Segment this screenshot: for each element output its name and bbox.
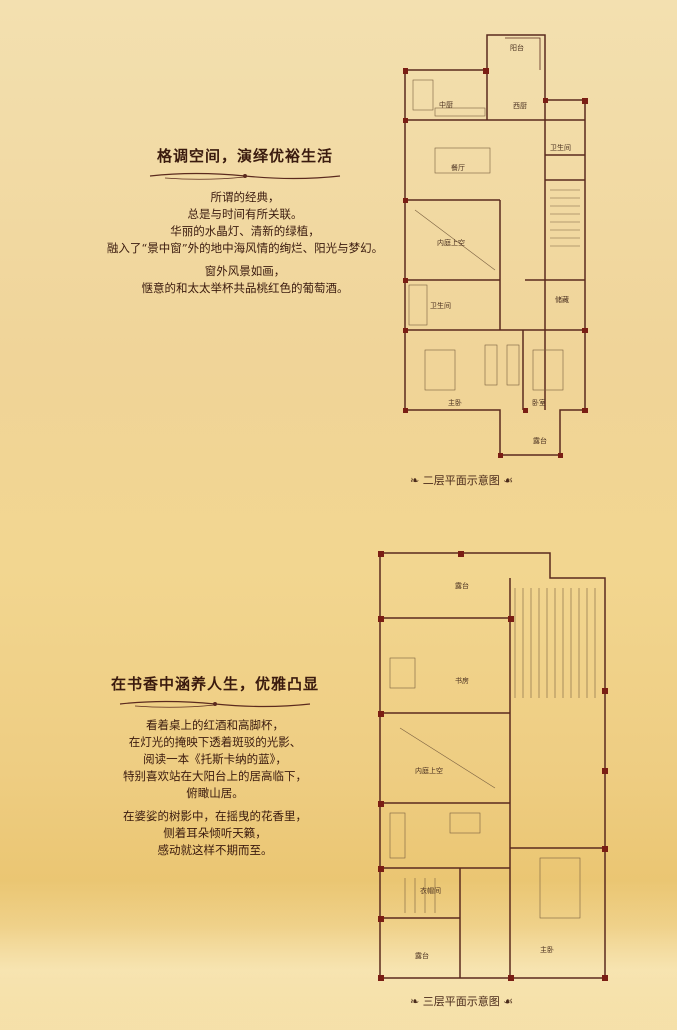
room-label: 西厨: [513, 102, 527, 110]
intro-section-2: 在书香中涵养人生，优雅凸显 看着桌上的红酒和高脚杯， 在灯光的掩映下透着斑驳的光…: [70, 673, 360, 859]
plan-1-caption-text: 二层平面示意图: [422, 474, 500, 487]
section-2-line: 特别喜欢站在大阳台上的居高临下，: [123, 769, 307, 783]
plan-1-caption: ❧ 二层平面示意图 ☙: [410, 472, 513, 488]
background-glow: [0, 880, 677, 1030]
room-label: 储藏: [555, 295, 569, 304]
section-2-line: 侧着耳朵倾听天籁，: [163, 826, 267, 840]
room-label: 卫生间: [430, 301, 451, 310]
plan-2-caption: ❧ 三层平面示意图 ☙: [410, 993, 513, 1009]
intro-section-1: 格调空间，演绎优裕生活 所谓的经典， 总是与时间有所关联。 华丽的水晶灯、清新的…: [95, 145, 395, 297]
section-2-line: 俯瞰山居。: [186, 786, 244, 800]
ornament-divider-icon: [149, 172, 341, 180]
section-2-line: 在灯光的掩映下透着斑驳的光影、: [128, 735, 302, 749]
section-2-heading: 在书香中涵养人生，优雅凸显: [110, 675, 319, 693]
room-label: 阳台: [510, 43, 524, 52]
room-label: 主卧: [448, 398, 462, 407]
floor-plan-level-2: 阳台 中厨 西厨 卫生间 餐厅 内庭上空 卫生间 储藏 主卧 卧室 露台: [403, 34, 588, 458]
plan-2-caption-text: 三层平面示意图: [422, 995, 500, 1008]
section-1-line: 惬意的和太太举杯共品桃红色的葡萄酒。: [141, 281, 349, 295]
swirl-left-icon: ❧: [410, 995, 420, 1008]
section-1-line: 所谓的经典，: [210, 190, 280, 204]
section-2-line: 在婆娑的树影中，在摇曳的花香里，: [123, 809, 307, 823]
section-1-line: 华丽的水晶灯、清新的绿植，: [170, 224, 320, 238]
room-label: 衣帽间: [420, 886, 441, 895]
room-label: 卫生间: [550, 143, 571, 152]
room-label: 中厨: [439, 100, 453, 109]
swirl-right-icon: ☙: [503, 995, 514, 1008]
section-1-line: 融入了“景中窗”外的地中海风情的绚烂、阳光与梦幻。: [106, 241, 384, 255]
room-label: 露台: [455, 581, 469, 590]
room-label: 卧室: [532, 398, 546, 407]
section-2-line: 看着桌上的红酒和高脚杯，: [146, 718, 284, 732]
room-label: 露台: [415, 951, 429, 960]
room-label: 主卧: [540, 945, 554, 954]
room-label: 露台: [533, 436, 547, 445]
section-1-line: 窗外风景如画，: [204, 264, 286, 278]
room-label: 内庭上空: [415, 766, 443, 775]
section-1-heading: 格调空间，演绎优裕生活: [156, 147, 333, 165]
section-2-line: 感动就这样不期而至。: [157, 843, 273, 857]
room-label: 书房: [455, 676, 469, 685]
room-label: 内庭上空: [437, 238, 465, 247]
floor-plan-level-3: 露台 书房 内庭上空 衣帽间 露台 主卧: [378, 551, 608, 981]
section-1-line: 总是与时间有所关联。: [187, 207, 303, 221]
swirl-left-icon: ❧: [410, 474, 420, 487]
ornament-divider-icon: [119, 700, 311, 708]
swirl-right-icon: ☙: [503, 474, 514, 487]
section-2-line: 阅读一本《托斯卡纳的蓝》，: [143, 752, 287, 766]
room-label: 餐厅: [451, 163, 465, 172]
